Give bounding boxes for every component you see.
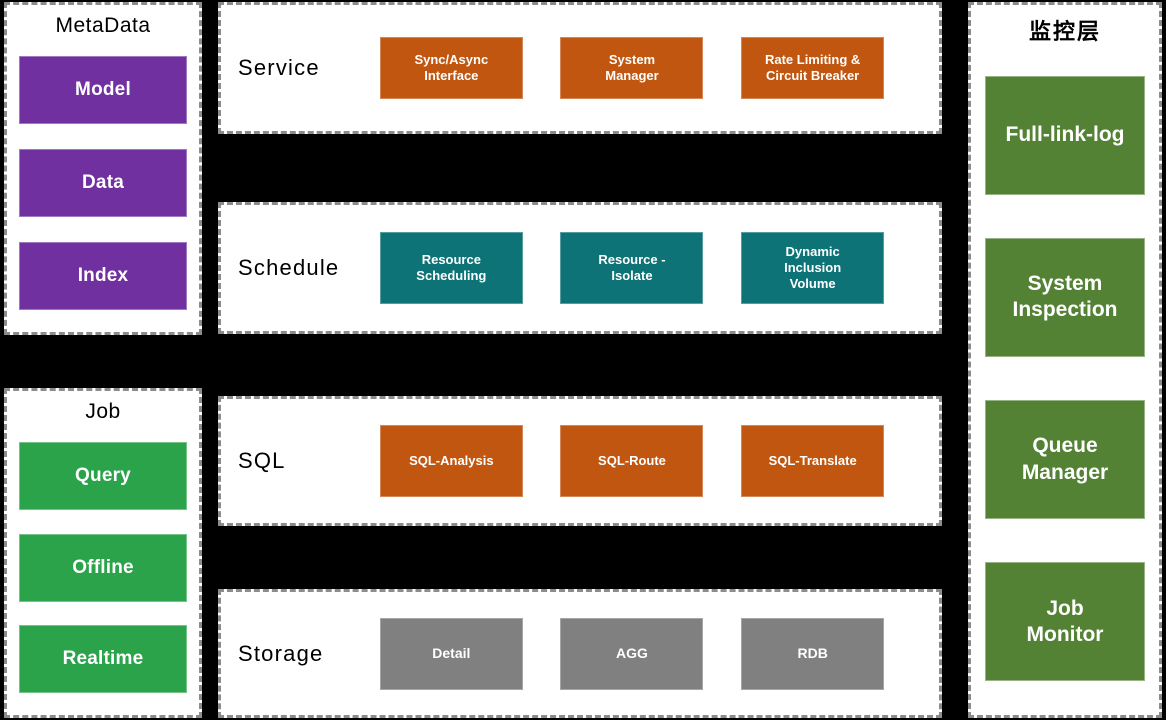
monitoring-item-job-monitor[interactable]: Job Monitor	[985, 562, 1145, 682]
metadata-item-list: Model Data Index	[7, 44, 199, 324]
monitoring-item-full-link-log[interactable]: Full-link-log	[985, 75, 1145, 195]
job-item-list: Query Offline Realtime	[7, 430, 199, 707]
job-panel: Job Query Offline Realtime	[4, 388, 202, 718]
service-cell-sync-async-interface[interactable]: Sync/Async Interface	[379, 37, 523, 99]
monitoring-layer-panel: 监控层 Full-link-log System Inspection Queu…	[968, 2, 1162, 718]
monitoring-item-list: Full-link-log System Inspection Queue Ma…	[971, 54, 1159, 707]
service-layer-cells: Sync/Async Interface System Manager Rate…	[361, 5, 939, 131]
monitoring-item-system-inspection[interactable]: System Inspection	[985, 237, 1145, 357]
schedule-layer-panel: Schedule Resource Scheduling Resource - …	[218, 202, 942, 334]
job-item-query[interactable]: Query	[19, 441, 187, 510]
schedule-cell-resource-scheduling[interactable]: Resource Scheduling	[379, 232, 523, 304]
storage-layer-cells: Detail AGG RDB	[361, 592, 939, 715]
metadata-panel-title: MetaData	[55, 14, 151, 37]
storage-layer-panel: Storage Detail AGG RDB	[218, 589, 942, 718]
schedule-cell-resource-isolate[interactable]: Resource - Isolate	[560, 232, 704, 304]
service-layer-label: Service	[238, 55, 320, 80]
storage-layer-label: Storage	[238, 640, 324, 666]
metadata-item-model[interactable]: Model	[19, 56, 187, 125]
sql-layer-cells: SQL-Analysis SQL-Route SQL-Translate	[361, 399, 939, 523]
job-item-realtime[interactable]: Realtime	[19, 625, 187, 694]
sql-cell-sql-translate[interactable]: SQL-Translate	[741, 425, 885, 497]
metadata-item-data[interactable]: Data	[19, 149, 187, 218]
storage-cell-agg[interactable]: AGG	[560, 617, 704, 690]
sql-layer-label: SQL	[238, 448, 286, 473]
service-cell-rate-limiting-circuit-breaker[interactable]: Rate Limiting & Circuit Breaker	[741, 37, 885, 99]
schedule-layer-label: Schedule	[238, 255, 340, 280]
metadata-item-index[interactable]: Index	[19, 241, 187, 310]
sql-cell-sql-analysis[interactable]: SQL-Analysis	[379, 425, 523, 497]
storage-cell-rdb[interactable]: RDB	[741, 617, 885, 690]
service-cell-system-manager[interactable]: System Manager	[560, 37, 704, 99]
job-panel-title: Job	[85, 400, 121, 423]
job-item-offline[interactable]: Offline	[19, 533, 187, 602]
schedule-cell-dynamic-inclusion-volume[interactable]: Dynamic Inclusion Volume	[741, 232, 885, 304]
sql-cell-sql-route[interactable]: SQL-Route	[560, 425, 704, 497]
storage-cell-detail[interactable]: Detail	[379, 617, 523, 690]
monitoring-layer-title: 监控层	[1028, 19, 1101, 44]
monitoring-item-queue-manager[interactable]: Queue Manager	[985, 400, 1145, 520]
sql-layer-panel: SQL SQL-Analysis SQL-Route SQL-Translate	[218, 396, 942, 526]
schedule-layer-cells: Resource Scheduling Resource - Isolate D…	[361, 205, 939, 331]
metadata-panel: MetaData Model Data Index	[4, 2, 202, 335]
service-layer-panel: Service Sync/Async Interface System Mana…	[218, 2, 942, 134]
